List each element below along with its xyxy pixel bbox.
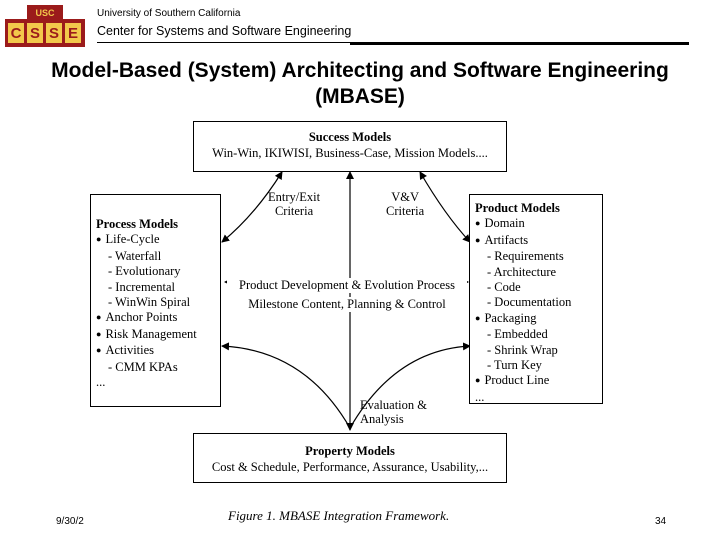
page-number: 34 xyxy=(655,516,667,527)
product-item-ellipsis: ... xyxy=(475,389,485,404)
property-models-heading: Property Models xyxy=(305,444,395,458)
product-item-turn-key: - Turn Key xyxy=(487,358,542,373)
process-models-heading: Process Models xyxy=(96,217,179,231)
property-models-body: Cost & Schedule, Performance, Assurance,… xyxy=(211,459,489,474)
process-models-box: Process Models Life-Cycle - Waterfall - … xyxy=(90,194,221,407)
process-item-evolutionary: - Evolutionary xyxy=(108,264,181,279)
header-divider xyxy=(97,42,689,43)
process-item-ellipsis: ... xyxy=(96,375,106,390)
center-name: Center for Systems and Software Engineer… xyxy=(97,24,352,38)
process-item-winwin-spiral: - WinWin Spiral xyxy=(108,295,191,310)
label-vv-line2: Criteria xyxy=(386,204,425,218)
product-item-architecture: - Architecture xyxy=(487,264,557,279)
svg-text:S: S xyxy=(49,25,59,42)
product-models-heading: Product Models xyxy=(475,201,560,215)
product-item-shrink-wrap: - Shrink Wrap xyxy=(487,342,558,357)
university-name: University of Southern California xyxy=(97,8,241,19)
label-entry-exit-line1: Entry/Exit xyxy=(268,190,321,204)
success-models-box: Success Models Win-Win, IKIWISI, Busines… xyxy=(193,121,507,172)
arrow-evaluation-left xyxy=(221,342,351,429)
label-eval-line1: Evaluation & xyxy=(360,398,427,412)
footer-date: 9/30/2 xyxy=(56,516,84,527)
process-item-waterfall: - Waterfall xyxy=(108,248,162,263)
arrow-entry-exit-criteria xyxy=(221,171,283,243)
svg-text:S: S xyxy=(30,25,40,42)
product-item-artifacts: Artifacts xyxy=(475,233,602,249)
label-entry-exit-line2: Criteria xyxy=(274,204,314,218)
property-models-box: Property Models Cost & Schedule, Perform… xyxy=(193,433,507,483)
process-item-anchor-points: Anchor Points xyxy=(96,310,220,326)
product-item-code: - Code xyxy=(487,280,521,295)
svg-text:C: C xyxy=(11,25,22,42)
arrow-vv-criteria xyxy=(419,171,471,243)
process-item-cmm-kpas: - CMM KPAs xyxy=(108,359,178,374)
product-item-documentation: - Documentation xyxy=(487,295,572,310)
product-item-embedded: - Embedded xyxy=(487,327,548,342)
process-item-activities: Activities xyxy=(96,343,220,359)
process-item-life-cycle: Life-Cycle xyxy=(96,232,220,248)
process-item-incremental: - Incremental xyxy=(108,279,175,294)
label-vv-criteria: V&V Criteria xyxy=(386,190,424,218)
product-item-packaging: Packaging xyxy=(475,311,602,327)
label-evaluation-analysis: Evaluation & Analysis xyxy=(360,398,427,426)
slide-title-line1: Model-Based (System) Architecting and So… xyxy=(51,59,669,82)
success-models-body: Win-Win, IKIWISI, Business-Case, Mission… xyxy=(212,145,488,160)
svg-text:E: E xyxy=(68,25,78,42)
label-entry-exit-criteria: Entry/Exit Criteria xyxy=(268,190,320,218)
process-item-risk-management: Risk Management xyxy=(96,327,220,343)
product-item-requirements: - Requirements xyxy=(487,249,564,264)
label-vv-line1: V&V xyxy=(391,190,419,204)
product-item-product-line: Product Line xyxy=(475,373,602,389)
product-item-domain: Domain xyxy=(475,216,602,232)
slide-title: Model-Based (System) Architecting and So… xyxy=(0,58,720,110)
success-models-heading: Success Models xyxy=(308,130,392,144)
usc-csse-logo: USC C S S E xyxy=(5,5,85,47)
svg-text:USC: USC xyxy=(35,8,55,18)
figure-caption: Figure 1. MBASE Integration Framework. xyxy=(228,508,450,523)
label-milestone-content: Milestone Content, Planning & Control xyxy=(227,297,467,312)
header-divider-accent xyxy=(350,43,689,45)
arrow-evaluation-right xyxy=(349,342,471,429)
label-eval-line2: Analysis xyxy=(360,412,404,426)
product-models-box: Product Models Domain Artifacts - Requir… xyxy=(469,194,603,404)
slide-title-line2: (MBASE) xyxy=(315,85,405,108)
label-product-development: Product Development & Evolution Process xyxy=(227,278,467,293)
